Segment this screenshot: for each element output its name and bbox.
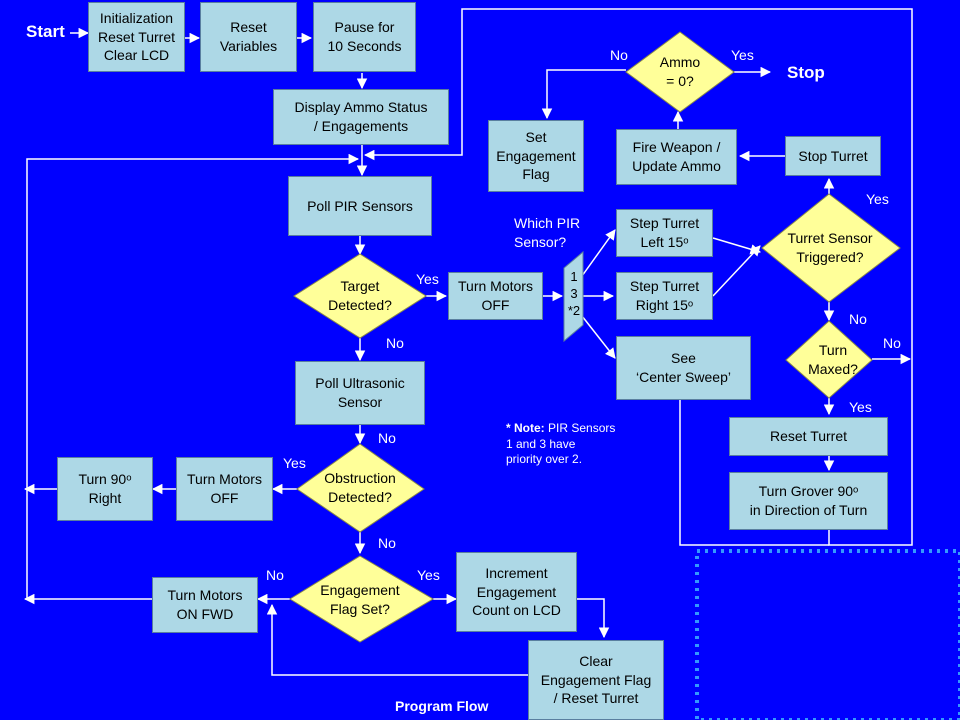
engagement-flag-decision [289, 555, 434, 643]
turret-sensor-decision [761, 193, 901, 303]
display-ammo-box: Display Ammo Status / Engagements [273, 89, 449, 145]
turn-motors-on-box: Turn Motors ON FWD [152, 577, 258, 633]
turn-maxed-decision [785, 320, 873, 399]
turn-motors-off-box-2: Turn Motors OFF [176, 457, 273, 521]
ammo-decision [625, 31, 735, 113]
dotted-frame [695, 549, 960, 720]
turn-90-right-box: Turn 90ᵒ Right [57, 457, 153, 521]
set-engagement-flag-box: Set Engagement Flag [488, 120, 584, 192]
stop-turret-box: Stop Turret [785, 136, 881, 176]
initialization-box: Initialization Reset Turret Clear LCD [88, 2, 185, 72]
step-left-box: Step Turret Left 15ᵒ [616, 209, 713, 257]
ammo-decision-text: Ammo = 0? [659, 54, 701, 89]
see-center-sweep-box: See ‘Center Sweep’ [616, 336, 751, 400]
poll-pir-box: Poll PIR Sensors [288, 176, 432, 236]
flag-no-label: No [266, 567, 284, 583]
target-decision-text: Target Detected? [328, 278, 392, 313]
obstruction-decision [296, 443, 425, 533]
reset-variables-box: Reset Variables [200, 2, 297, 72]
increment-engagement-box: Increment Engagement Count on LCD [456, 552, 577, 632]
sensor-yes-label: Yes [866, 191, 889, 207]
fire-weapon-box: Fire Weapon / Update Ammo [616, 129, 737, 185]
maxed-no-label: No [883, 335, 901, 351]
clear-flag-box: Clear Engagement Flag / Reset Turret [528, 640, 664, 720]
poll-ultrasonic-box: Poll Ultrasonic Sensor [295, 361, 425, 425]
turn-maxed-decision-text: Turn Maxed? [808, 342, 858, 377]
turret-sensor-decision-text: Turret Sensor Triggered? [787, 230, 873, 265]
ammo-yes-label: Yes [731, 47, 754, 63]
target-detected-decision [293, 253, 427, 339]
obstruction-no-top-label: No [378, 430, 396, 446]
pir-selector-shape [563, 250, 584, 343]
pir-selector-label: 1 3 *2 [567, 269, 581, 318]
obstruction-decision-text: Obstruction Detected? [324, 470, 396, 505]
which-pir-label: Which PIR Sensor? [514, 215, 581, 250]
obstruction-yes-label: Yes [283, 455, 306, 471]
start-label: Start [26, 22, 65, 41]
obstruction-no-label: No [378, 535, 396, 551]
turn-grover-box: Turn Grover 90ᵒ in Direction of Turn [729, 472, 888, 530]
pause-box: Pause for 10 Seconds [313, 2, 416, 72]
stop-label: Stop [787, 63, 825, 82]
step-right-box: Step Turret Right 15ᵒ [616, 272, 713, 320]
target-yes-label: Yes [416, 271, 439, 287]
flag-decision-text: Engagement Flag Set? [320, 582, 400, 617]
priority-note: * Note: PIR Sensors 1 and 3 have priorit… [506, 421, 656, 468]
note-body: PIR Sensors 1 and 3 have priority over 2… [506, 421, 616, 467]
maxed-yes-label: Yes [849, 399, 872, 415]
program-flow-caption: Program Flow [395, 698, 489, 714]
ammo-no-label: No [610, 47, 628, 63]
flag-yes-label: Yes [417, 567, 440, 583]
sensor-no-label: No [849, 311, 867, 327]
turn-motors-off-box-1: Turn Motors OFF [448, 272, 543, 320]
note-prefix: * Note: [506, 421, 545, 435]
reset-turret-box: Reset Turret [729, 417, 888, 456]
target-no-label: No [386, 335, 404, 351]
